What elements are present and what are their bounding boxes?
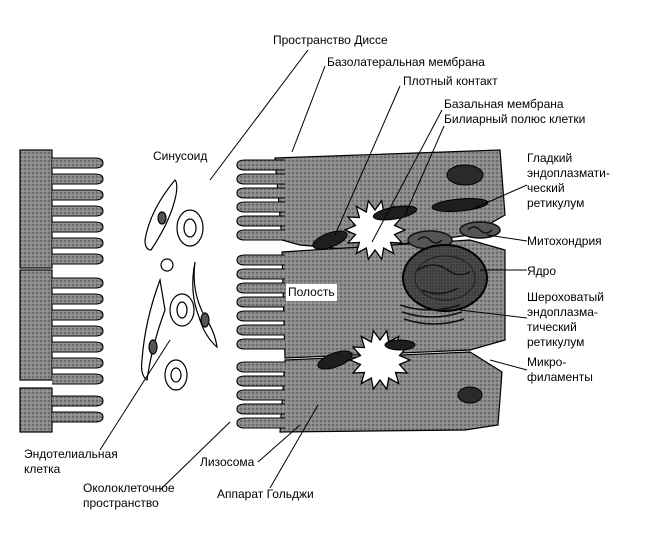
left-microvillus: [52, 189, 104, 201]
label-biliary-pole: Билиарный полюс клетки: [444, 112, 586, 126]
right-microvillus: [236, 324, 285, 336]
label-nucleus: Ядро: [527, 264, 557, 278]
right-microvillus: [236, 338, 285, 350]
left-hepatocytes: [19, 149, 104, 433]
label-lysosome: Лизосома: [200, 455, 255, 469]
left-microvillus: [52, 253, 104, 265]
left-cell-body: [19, 149, 53, 269]
right-microvillus: [236, 173, 285, 185]
label-basal-membrane: Базальная мембрана: [444, 97, 564, 111]
label-cavity: Полость: [286, 284, 337, 301]
right-microvillus: [236, 254, 285, 266]
left-microvillus: [52, 173, 104, 185]
left-microvillus: [52, 309, 104, 321]
right-microvillus: [236, 361, 285, 373]
right-microvillus: [236, 389, 285, 401]
left-microvillus: [52, 373, 104, 385]
right-microvillus: [236, 403, 285, 415]
pointer-lines: [99, 49, 528, 491]
sinusoidal-microvilli: [236, 159, 285, 429]
right-microvillus: [236, 417, 285, 429]
label-basolateral-membrane: Базолатеральная мембрана: [327, 55, 485, 69]
left-cell-body: [19, 387, 53, 433]
left-microvillus: [52, 395, 104, 407]
right-microvillus: [236, 282, 285, 294]
left-microvillus: [52, 221, 104, 233]
label-tight-junction: Плотный контакт: [403, 74, 498, 88]
left-microvillus: [52, 411, 104, 423]
label-smooth-er: Гладкий эндоплазмати- ческий ретикулум: [527, 151, 610, 210]
right-microvillus: [236, 229, 285, 241]
label-golgi: Аппарат Гольджи: [217, 487, 314, 501]
label-disse-space: Пространство Диссе: [273, 33, 388, 47]
left-cell-body: [19, 269, 53, 381]
left-microvillus: [52, 277, 104, 289]
left-microvillus: [52, 325, 104, 337]
right-microvillus: [236, 201, 285, 213]
right-microvillus: [236, 268, 285, 280]
rough-er: [399, 304, 465, 325]
left-microvillus: [52, 205, 104, 217]
nucleus: [402, 244, 488, 312]
right-microvillus: [236, 215, 285, 227]
left-microvillus: [52, 237, 104, 249]
left-microvillus: [52, 293, 104, 305]
left-microvillus: [52, 157, 104, 169]
sinusoid-contents: [140, 179, 218, 391]
right-microvillus: [236, 159, 285, 171]
label-rough-er: Шероховатый эндоплазма- тический ретикул…: [527, 290, 604, 349]
label-sinusoid: Синусоид: [153, 149, 208, 163]
right-microvillus: [236, 187, 285, 199]
label-pericellular-space: Околоклеточное пространство: [83, 481, 175, 510]
label-endothelial-cell: Эндотелиальная клетка: [24, 447, 118, 476]
right-microvillus: [236, 375, 285, 387]
label-mitochondrion: Митохондрия: [527, 234, 602, 248]
right-microvillus: [236, 296, 285, 308]
left-microvillus: [52, 341, 104, 353]
label-microfilaments: Микро- филаменты: [527, 355, 593, 384]
right-microvillus: [236, 310, 285, 322]
left-microvillus: [52, 357, 104, 369]
